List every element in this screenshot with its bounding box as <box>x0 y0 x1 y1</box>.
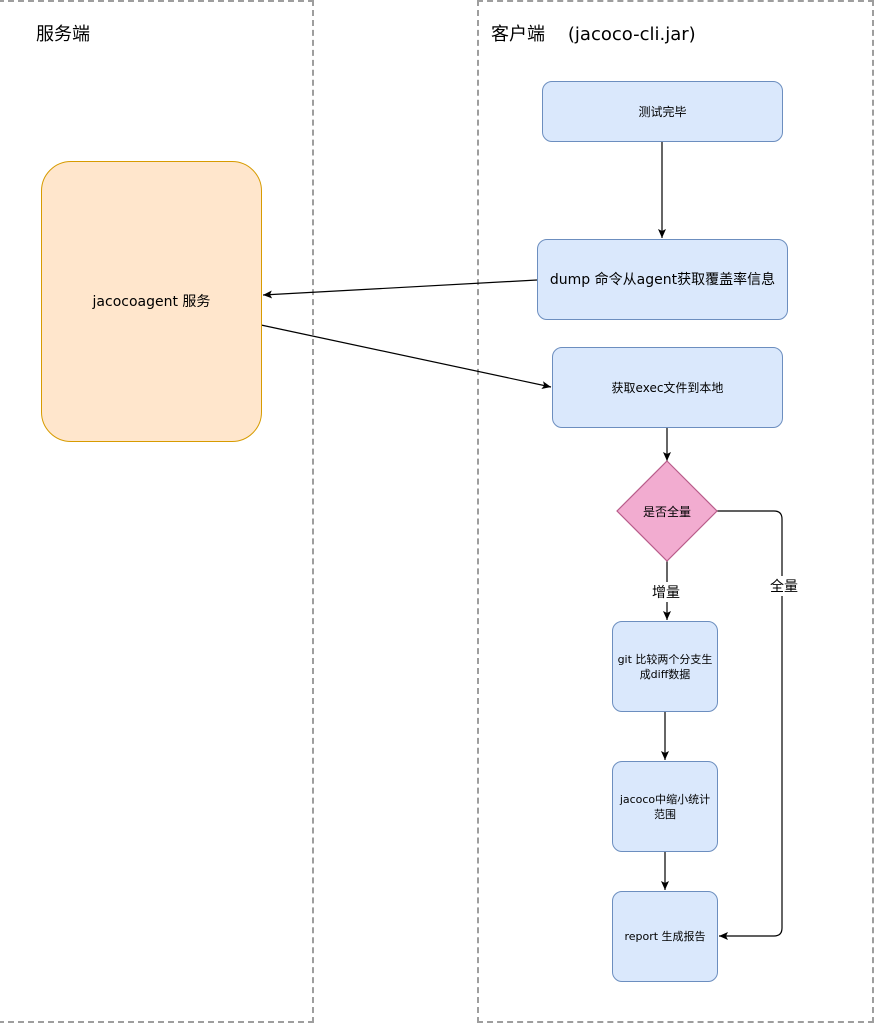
dump-node: dump 命令从agent获取覆盖率信息 <box>537 239 788 320</box>
edge-agent-to-exec <box>260 324 552 390</box>
server-lane-title: 服务端 <box>36 24 90 45</box>
jacocoagent-service-node: jacocoagent 服务 <box>41 161 262 442</box>
client-lane <box>477 0 874 1023</box>
narrow-scope-node: jacoco中缩小统计范围 <box>612 761 718 852</box>
edge-label-full: 全量 <box>768 576 800 596</box>
edge-decision-to-report <box>717 510 783 940</box>
test-done-node: 测试完毕 <box>542 81 783 142</box>
client-lane-title: 客户端 (jacoco-cli.jar) <box>491 24 696 45</box>
decision-label: 是否全量 <box>642 504 691 519</box>
edge-dump-to-agent <box>262 279 538 299</box>
git-diff-node: git 比较两个分支生成diff数据 <box>612 621 718 712</box>
report-node: report 生成报告 <box>612 891 718 982</box>
decision-diamond <box>616 460 718 562</box>
edge-label-incremental: 增量 <box>650 582 682 602</box>
server-lane <box>0 0 314 1023</box>
get-exec-node: 获取exec文件到本地 <box>552 347 783 428</box>
